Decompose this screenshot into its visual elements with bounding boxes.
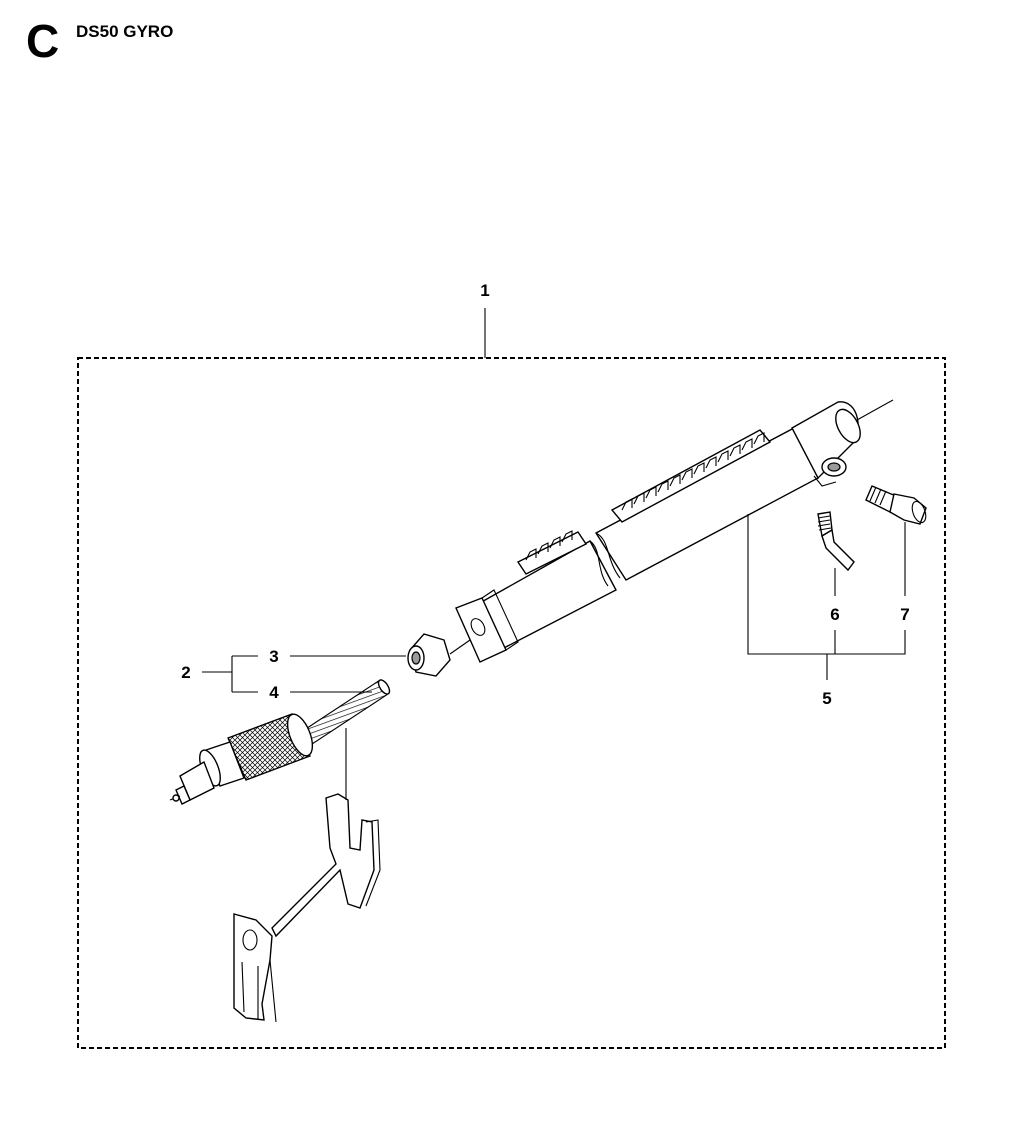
callout-5: 5 — [822, 689, 831, 708]
rack-teeth-front — [516, 530, 588, 575]
callout-6: 6 — [830, 605, 839, 624]
hex-nut-part-3 — [407, 633, 451, 677]
threaded-adjuster-part-4 — [169, 679, 391, 805]
bent-nipple-part-6 — [817, 511, 855, 572]
leader-bracket-5 — [747, 514, 906, 680]
callout-4: 4 — [269, 683, 279, 702]
callout-2: 2 — [181, 663, 190, 682]
page-title: DS50 GYRO — [76, 22, 174, 41]
rack-teeth-rear — [610, 429, 772, 523]
plug-screw-part-7 — [865, 485, 927, 525]
assembly-frame — [77, 357, 946, 1049]
mounting-bracket — [233, 793, 381, 1023]
guide-tube — [455, 399, 894, 663]
section-letter: C — [26, 15, 60, 67]
callout-7: 7 — [900, 605, 909, 624]
callout-1: 1 — [480, 281, 489, 300]
leader-bracket-2 — [202, 655, 258, 693]
callout-3: 3 — [269, 647, 278, 666]
